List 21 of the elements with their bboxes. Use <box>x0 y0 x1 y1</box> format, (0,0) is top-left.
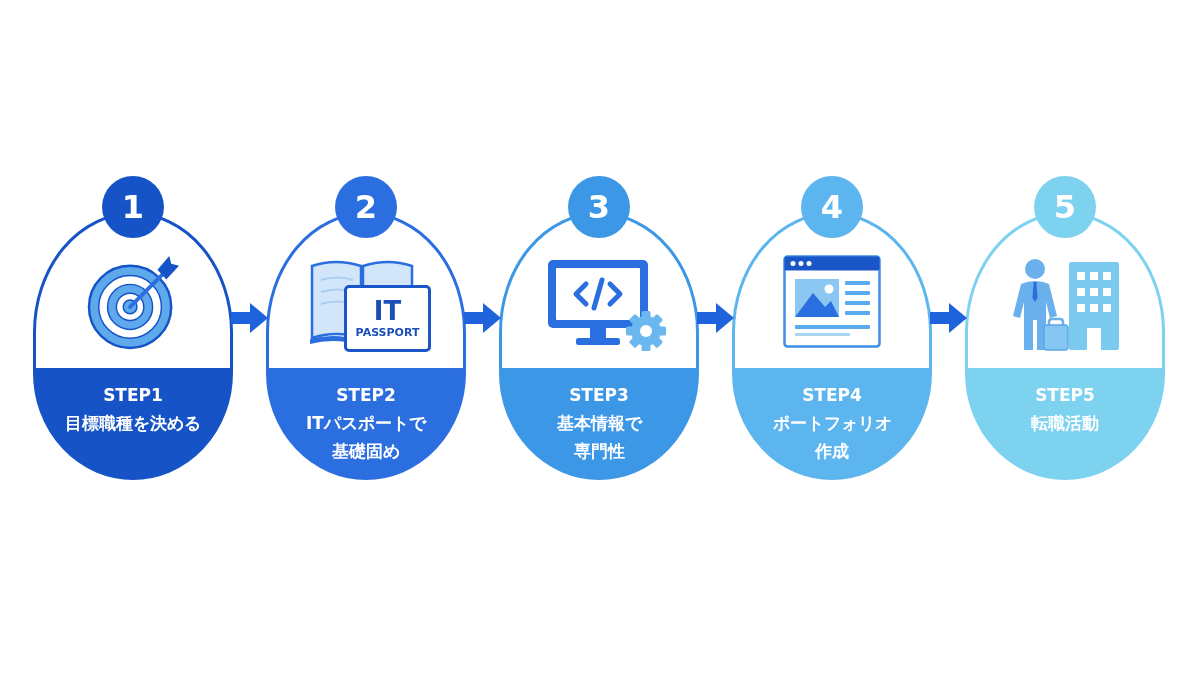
step-label: STEP2 <box>336 384 396 407</box>
step-number: 3 <box>568 176 630 238</box>
step-label: STEP3 <box>569 384 629 407</box>
step-number: 2 <box>335 176 397 238</box>
step-number: 1 <box>102 176 164 238</box>
step-title: 目標職種を決める <box>65 412 201 435</box>
step-label: STEP1 <box>103 384 163 407</box>
arrow <box>930 303 967 333</box>
arrow <box>697 303 734 333</box>
step-title: ITパスポートで基礎固め <box>305 412 428 463</box>
step-label: STEP4 <box>802 384 862 407</box>
step-number: 4 <box>801 176 863 238</box>
step-number: 5 <box>1034 176 1096 238</box>
step-title: ポートフォリオ作成 <box>771 412 893 463</box>
arrow <box>231 303 268 333</box>
card-title: IT <box>373 296 402 325</box>
card-subtitle: PASSPORT <box>355 324 420 341</box>
step-title: 基本情報で専門性 <box>555 412 644 463</box>
step-title: 転職活動 <box>1031 412 1099 435</box>
step-label: STEP5 <box>1035 384 1095 407</box>
arrow <box>464 303 501 333</box>
